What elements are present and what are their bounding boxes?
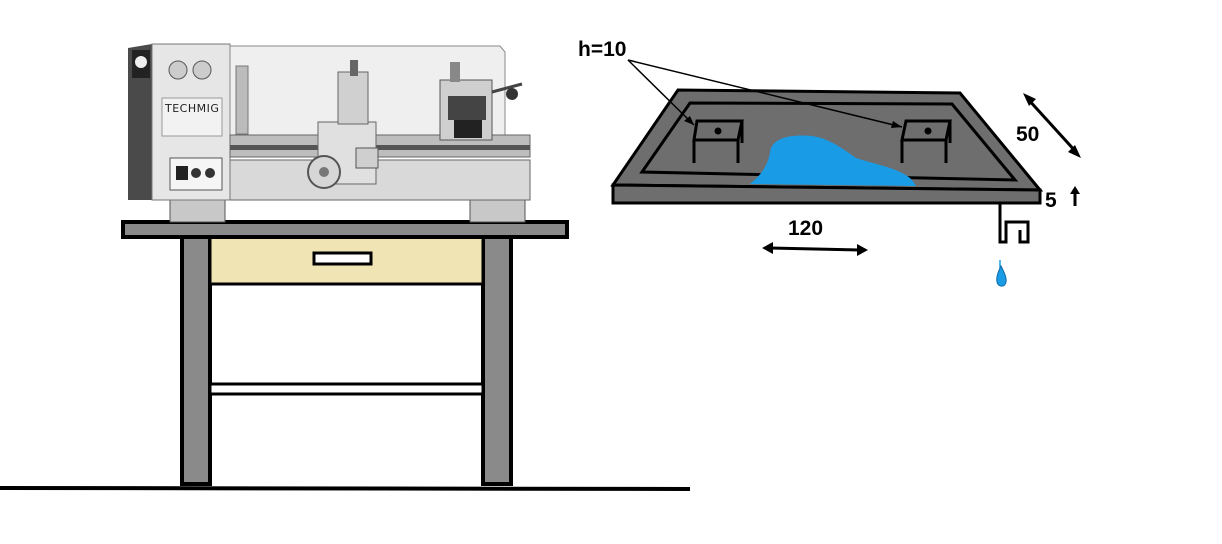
- bench-rail-lower: [208, 382, 485, 396]
- height-leader-left: [627, 59, 695, 126]
- rim-label: 5: [1045, 189, 1057, 212]
- drain-outlet: [998, 203, 1030, 244]
- length-label: 120: [788, 217, 823, 240]
- bench-leg-left: [180, 234, 212, 486]
- lathe-workbench: TECHMIG: [0, 43, 691, 491]
- bench-leg-right: [481, 234, 513, 486]
- up-arrow-icon: [1070, 186, 1080, 206]
- stand-left: [692, 119, 744, 163]
- drip-tray-diagram: h=10 50 5 120: [578, 38, 1081, 287]
- bench-top: [121, 220, 569, 239]
- drip-drop-icon: [996, 264, 1007, 287]
- drawer-handle: [312, 251, 373, 266]
- lathe-brand: TECHMIG: [164, 102, 219, 115]
- width-label: 50: [1016, 123, 1039, 146]
- width-arrow: [1025, 96, 1079, 155]
- lathe-machine: TECHMIG: [128, 43, 531, 223]
- height-label: h=10: [578, 38, 626, 61]
- height-leader-right: [627, 59, 903, 128]
- stand-right: [900, 119, 952, 163]
- liquid-pool: [750, 135, 916, 186]
- floor-line: [0, 486, 691, 491]
- length-arrow: [769, 246, 861, 252]
